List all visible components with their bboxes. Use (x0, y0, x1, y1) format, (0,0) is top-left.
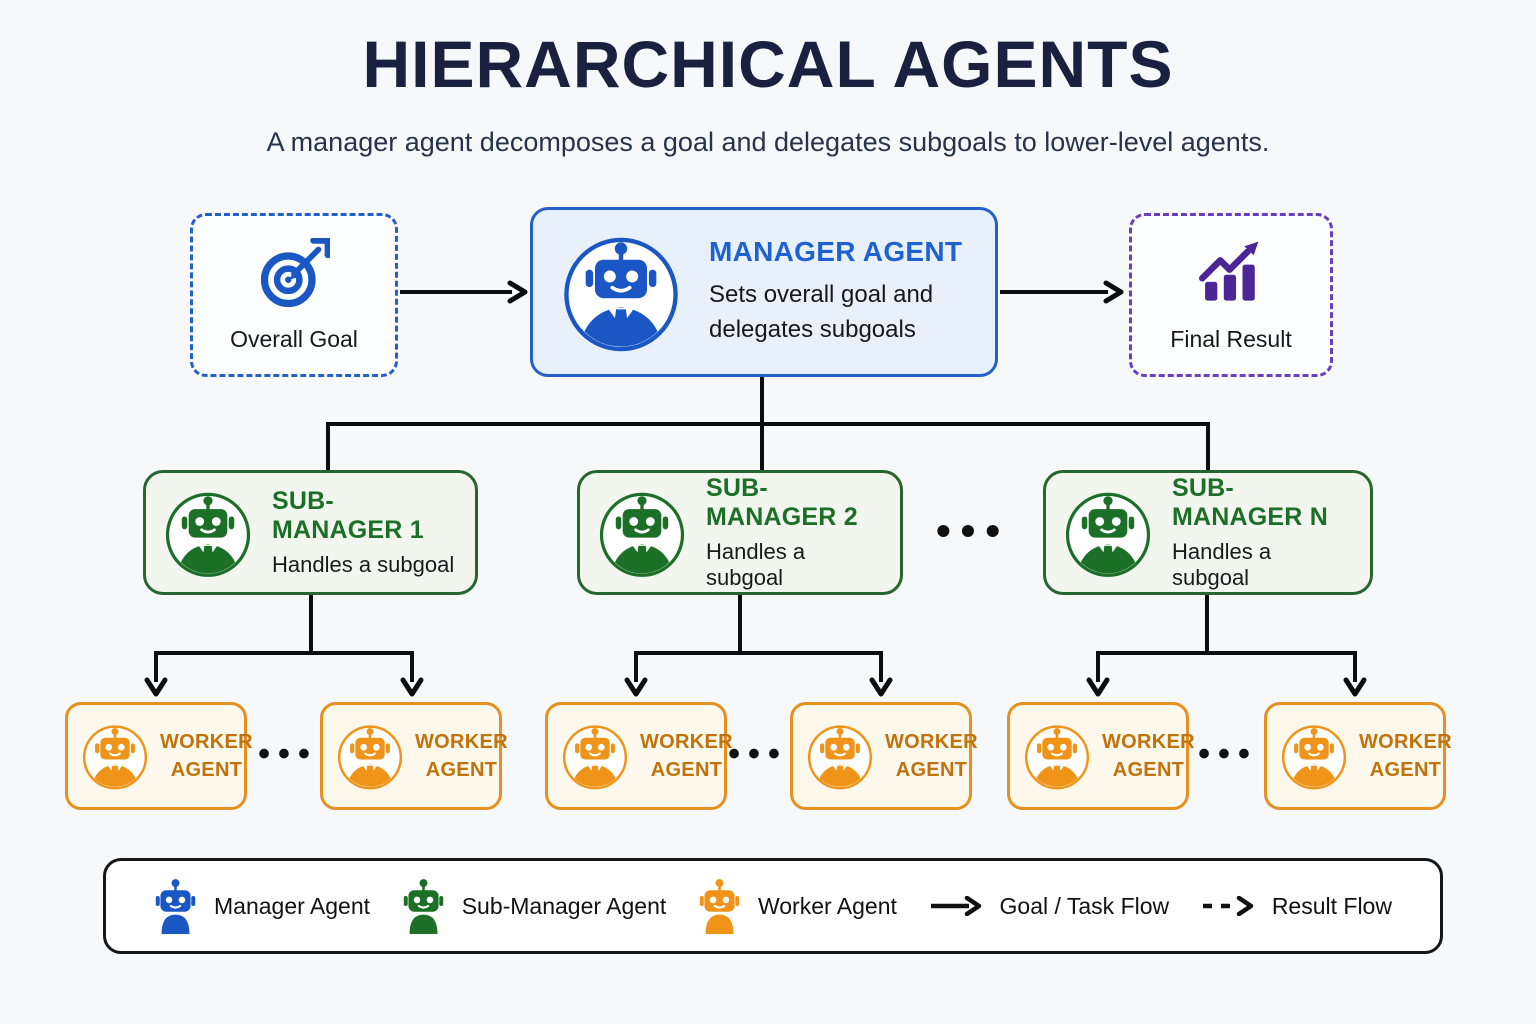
worker-robot-icon (1279, 721, 1349, 791)
worker-ellipsis: ••• (1198, 735, 1258, 773)
sub-manager-1-title: SUB-MANAGER 1 (272, 487, 424, 544)
page-title: HIERARCHICAL AGENTS (362, 27, 1174, 101)
sub-manager-robot-icon (162, 487, 254, 579)
worker-agent-box: WORKER AGENT (790, 702, 978, 810)
sub-manager-2-title: SUB-MANAGER 2 (706, 474, 858, 531)
worker-ellipsis: ••• (258, 735, 318, 773)
target-icon (258, 238, 330, 310)
worker-agent-box: WORKER AGENT (545, 702, 733, 810)
robot-icon (402, 877, 445, 935)
worker-robot-icon (560, 721, 630, 791)
sub-manager-n-title: SUB-MANAGER N (1172, 474, 1328, 531)
worker-agent-label: WORKER AGENT (640, 731, 733, 781)
robot-icon (154, 877, 197, 935)
sub-manager-n-description: Handles a subgoal (1172, 539, 1272, 590)
legend-item-task-flow: Goal / Task Flow (929, 892, 1170, 920)
legend-item-manager: Manager Agent (154, 877, 370, 935)
legend-label: Goal / Task Flow (999, 892, 1170, 919)
manager-agent-description: Sets overall goal and delegates subgoals (709, 281, 934, 343)
worker-agent-label: WORKER AGENT (1102, 731, 1195, 781)
manager-agent-box: MANAGER AGENT Sets overall goal and dele… (530, 207, 998, 377)
solid-arrow-icon (929, 896, 983, 916)
sub-manager-ellipsis: ••• (935, 507, 1011, 554)
worker-agent-box: WORKER AGENT (1007, 702, 1195, 810)
legend-label: Result Flow (1271, 892, 1392, 919)
overall-goal-box: Overall Goal (190, 213, 398, 377)
worker-agent-box: WORKER AGENT (65, 702, 253, 810)
sub-manager-1-box: SUB-MANAGER 1 Handles a subgoal (143, 470, 478, 595)
worker-agent-box: WORKER AGENT (1264, 702, 1452, 810)
worker-ellipsis: ••• (728, 735, 788, 773)
worker-robot-icon (80, 721, 150, 791)
worker-agent-label: WORKER AGENT (160, 731, 253, 781)
sub-manager-robot-icon (1062, 487, 1154, 579)
manager-agent-title: MANAGER AGENT (709, 236, 963, 268)
worker-robot-icon (335, 721, 405, 791)
worker-agent-label: WORKER AGENT (885, 731, 978, 781)
worker-agent-box: WORKER AGENT (320, 702, 508, 810)
worker-agent-label: WORKER AGENT (1359, 731, 1452, 781)
legend-item-worker: Worker Agent (698, 877, 897, 935)
worker-robot-icon (1022, 721, 1092, 791)
sub-manager-2-description: Handles a subgoal (706, 539, 806, 590)
legend-item-result-flow: Result Flow (1201, 893, 1392, 920)
legend-item-sub-manager: Sub-Manager Agent (402, 877, 667, 935)
sub-manager-2-box: SUB-MANAGER 2 Handles a subgoal (577, 470, 903, 595)
manager-robot-icon (559, 230, 683, 354)
robot-icon (698, 877, 741, 935)
final-result-label: Final Result (1170, 325, 1292, 352)
dashed-arrow-icon (1201, 896, 1255, 916)
chart-up-icon (1195, 238, 1267, 310)
legend-label: Manager Agent (214, 892, 371, 919)
page-subtitle: A manager agent decomposes a goal and de… (266, 127, 1270, 157)
legend-label: Sub-Manager Agent (461, 892, 667, 919)
legend: Manager Agent Sub-Manager Agent Worker A… (103, 858, 1443, 954)
legend-label: Worker Agent (757, 892, 897, 919)
worker-agent-label: WORKER AGENT (415, 731, 508, 781)
worker-robot-icon (805, 721, 875, 791)
overall-goal-label: Overall Goal (230, 325, 358, 352)
final-result-box: Final Result (1129, 213, 1333, 377)
sub-manager-1-description: Handles a subgoal (272, 552, 455, 577)
sub-manager-robot-icon (596, 487, 688, 579)
sub-manager-n-box: SUB-MANAGER N Handles a subgoal (1043, 470, 1373, 595)
